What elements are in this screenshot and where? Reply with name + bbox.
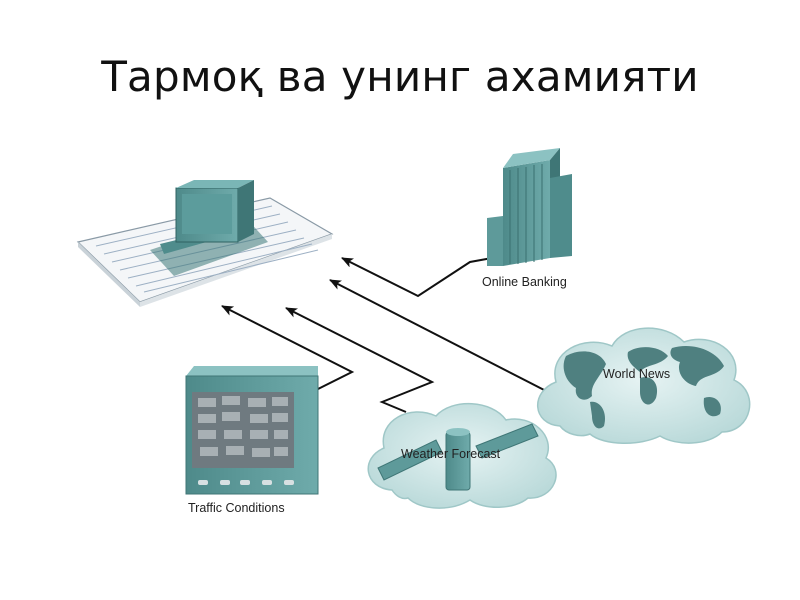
weather-forecast-label: Weather Forecast <box>401 447 501 461</box>
arrow-weather-forecast <box>285 307 435 413</box>
traffic-monitor-icon <box>185 366 319 495</box>
satellite-cloud-icon <box>367 403 557 509</box>
traffic-conditions-label: Traffic Conditions <box>188 501 285 515</box>
online-banking-label: Online Banking <box>482 275 567 289</box>
world-map-cloud-icon <box>537 327 751 444</box>
connection-arrows <box>221 257 549 413</box>
page-title: Тармоқ ва унинг ахамияти <box>101 52 699 101</box>
arrow-world-news <box>329 279 549 393</box>
arrow-online-banking <box>341 257 493 298</box>
desktop-computer-on-document-icon <box>76 180 334 307</box>
office-building-icon <box>487 148 572 266</box>
arrow-traffic-conditions <box>221 305 355 393</box>
world-news-label: World News <box>603 367 671 381</box>
